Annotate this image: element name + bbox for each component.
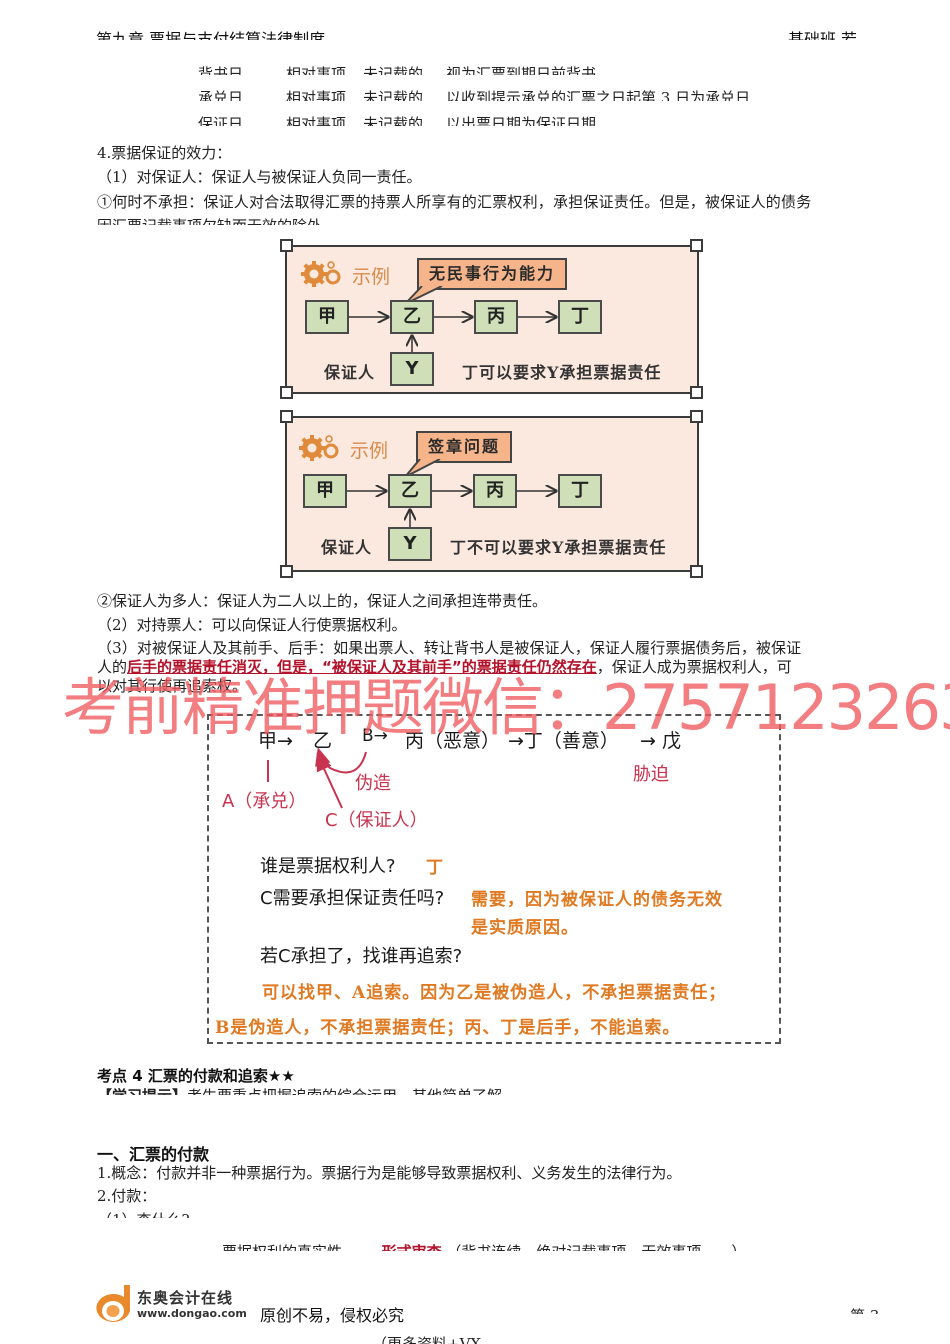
paragraph: ②保证人为多人：保证人为二人以上的，保证人之间承担连带责任。 — [97, 592, 548, 610]
panel-corner — [690, 386, 703, 399]
gear-icon — [299, 435, 339, 461]
chain-yi: 乙 — [313, 730, 333, 752]
page-number: 第 3 — [850, 1305, 890, 1314]
node-jia: 甲 — [303, 474, 347, 508]
footer-slogan: 原创不易，侵权必究 — [260, 1306, 405, 1325]
paragraph: 以对其行使再追索权。 — [97, 677, 248, 695]
panel-corner — [690, 239, 703, 252]
node-bing: 丙 — [473, 474, 517, 508]
answer-2-line2: 是实质原因。 — [471, 918, 579, 938]
table-row: 承兑日 相对事项 未记载的 以收到提示承兑的汇票之日起第 3 日为承兑日 — [198, 89, 751, 101]
callout-label: 签章问题 — [416, 431, 513, 463]
case-arrows — [267, 747, 367, 809]
table-row: 背书日 相对事项 未记载的 视为汇票到期日前背书 — [198, 65, 597, 75]
arrows — [349, 0, 950, 352]
chain-ding: →丁（善意） — [508, 730, 619, 752]
panel-corner — [280, 565, 293, 578]
paragraph: ①何时不承担：保证人对合法取得汇票的持票人所享有的汇票权利，承担保证责任。但是，… — [97, 193, 812, 211]
truncated-table: 背书日 相对事项 未记载的 视为汇票到期日前背书 承兑日 相对事项 未记载的 以… — [0, 60, 950, 130]
paragraph: （3）对被保证人及其前手、后手：如果出票人、转让背书人是被保证人，保证人履行票据… — [97, 639, 802, 657]
paragraph-cut: 因汇票记载事项欠缺而无效的除外 — [97, 216, 397, 225]
section-heading-effect: 4.票据保证的效力： — [97, 144, 232, 162]
chain-wu: → 戊 — [640, 730, 681, 752]
question-2: C需要承担保证责任吗? — [260, 888, 445, 909]
paragraph-cut: （1）査什么? — [97, 1210, 297, 1218]
node-bing: 丙 — [474, 300, 518, 334]
annotation-coerce: 胁迫 — [633, 764, 669, 785]
chain-bing: 丙（恶意） — [405, 730, 501, 752]
node-jia: 甲 — [305, 300, 349, 334]
highlight-text: 后手的票据责任消灭，但是，“被保证人及其前手”的票据责任仍然存在 — [127, 658, 597, 676]
table-row-cut: 票据权利的真实性 形式审查 （背书连续、绝对记载事项、无效事项……） — [222, 1242, 822, 1251]
paragraph: （1）对保证人：保证人与被保证人负同一责任。 — [97, 168, 422, 186]
chain-b: B→ — [362, 726, 388, 746]
answer-1: 丁 — [426, 858, 444, 878]
answer-3-line2: B是伪造人，不承担票据责任；丙、丁是后手，不能追索。 — [215, 1018, 681, 1038]
case-box — [207, 714, 781, 1044]
arrows — [347, 0, 950, 527]
point4-title: 考点 4 汇票的付款和追索★★ — [97, 1067, 295, 1085]
panel-corner — [690, 565, 703, 578]
question-3: 若C承担了，找谁再追索? — [260, 946, 463, 967]
table-row: 保证日 相对事项 未记载的 以出票日期为保证日期 — [198, 115, 597, 126]
brand-url[interactable]: www.dongao.com — [137, 1307, 247, 1320]
section-heading-payment: 一、汇票的付款 — [97, 1145, 210, 1164]
conclusion-text: 丁可以要求Y承担票据责任 — [462, 363, 662, 382]
panel-corner — [280, 410, 293, 423]
guarantor-label: 保证人 — [324, 363, 376, 382]
panel-corner — [280, 239, 293, 252]
example-label: 示例 — [352, 266, 391, 288]
guarantor-label: 保证人 — [321, 538, 373, 557]
paragraph: 2.付款： — [97, 1187, 157, 1205]
course-label: 基础班 若 — [788, 30, 856, 40]
node-guarantor-y: Y — [388, 527, 432, 561]
annotation-forge: 伪造 — [355, 773, 391, 794]
node-ding: 丁 — [558, 300, 602, 334]
paragraph: 1.概念：付款并非一种票据行为。票据行为是能够导致票据权利、义务发生的法律行为。 — [97, 1164, 682, 1182]
more-materials: （更多资料+VX — [372, 1335, 482, 1344]
question-1: 谁是票据权利人? — [260, 856, 396, 877]
paragraph-highlight-line: 人的后手的票据责任消灭，但是，“被保证人及其前手”的票据责任仍然存在，保证人成为… — [97, 658, 792, 676]
page-header: 第九章 票据与支付结算法律制度 基础班 若 — [96, 22, 856, 40]
chapter-title: 第九章 票据与支付结算法律制度 — [96, 30, 326, 40]
answer-3-line1: 可以找甲、A追索。因为乙是被伪造人，不承担票据责任； — [262, 983, 727, 1003]
node-yi: 乙 — [390, 300, 434, 334]
annotation-accept: A（承兑） — [222, 791, 307, 812]
panel-corner — [690, 410, 703, 423]
answer-2-line1: 需要，因为被保证人的债务无效 — [471, 890, 723, 910]
chain-jia: 甲→ — [258, 730, 293, 752]
study-tip: 【学习提示】考生要重点把握追索的综合运用，其他简单了解 — [97, 1086, 797, 1095]
example-label: 示例 — [350, 440, 389, 462]
panel-corner — [280, 386, 293, 399]
conclusion-text: 丁不可以要求Y承担票据责任 — [450, 538, 667, 557]
callout-label: 无民事行为能力 — [417, 258, 568, 290]
node-yi: 乙 — [388, 474, 432, 508]
dongao-logo-icon — [96, 1285, 130, 1322]
gear-icon — [301, 261, 341, 287]
brand-name: 东奥会计在线 — [137, 1289, 234, 1307]
node-guarantor-y: Y — [390, 352, 434, 386]
annotation-guarantor: C（保证人） — [325, 810, 428, 831]
node-ding: 丁 — [558, 474, 602, 508]
paragraph: （2）对持票人：可以向保证人行使票据权利。 — [97, 616, 407, 634]
